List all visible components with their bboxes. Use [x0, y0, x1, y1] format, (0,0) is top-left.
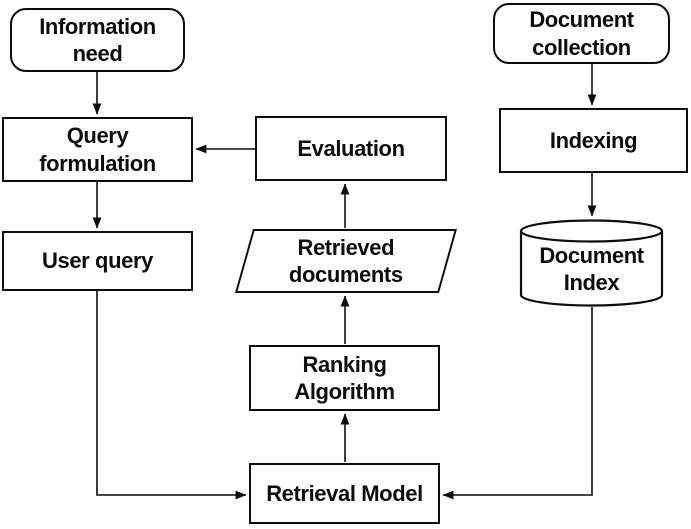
node-user-query-label: User query — [42, 248, 153, 274]
arrow-document-index-to-retrieval-model — [442, 307, 593, 500]
node-query-formulation: Query formulation — [2, 117, 193, 182]
node-evaluation-label: Evaluation — [297, 135, 405, 161]
node-retrieval-model-label: Retrieval Model — [266, 480, 423, 506]
node-retrieval-model: Retrieval Model — [249, 463, 440, 524]
node-indexing: Indexing — [499, 108, 688, 173]
node-retrieved-documents-label: Retrieved documents — [289, 234, 403, 287]
node-ranking-algorithm-label: Ranking Algorithm — [294, 351, 395, 404]
node-ranking-algorithm: Ranking Algorithm — [249, 345, 440, 411]
node-document-index-label: Document Index — [539, 242, 644, 295]
node-user-query: User query — [2, 231, 193, 291]
node-document-collection-label: Document collection — [529, 7, 634, 60]
node-document-collection: Document collection — [493, 3, 670, 64]
node-document-index: Document Index — [519, 219, 664, 307]
arrow-user-query-to-retrieval-model — [96, 291, 247, 500]
node-indexing-label: Indexing — [549, 127, 638, 153]
node-query-formulation-label: Query formulation — [39, 123, 156, 176]
node-information-need-label: Information need — [39, 13, 156, 66]
node-evaluation: Evaluation — [255, 116, 447, 181]
node-information-need: Information need — [10, 8, 185, 72]
node-retrieved-documents: Retrieved documents — [235, 229, 457, 293]
database-cylinder-icon — [519, 219, 664, 307]
